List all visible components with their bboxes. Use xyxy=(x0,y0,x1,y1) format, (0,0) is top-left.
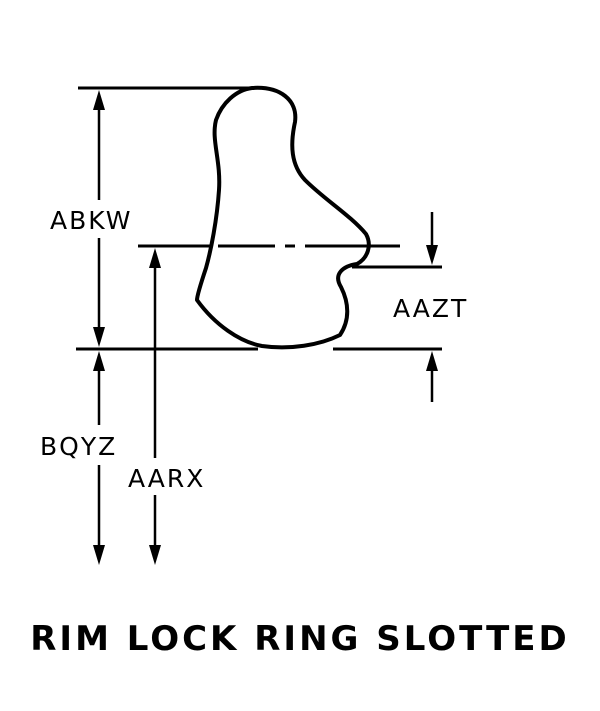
abkw-arrow-up xyxy=(93,90,105,110)
aazt-label: AAZT xyxy=(393,294,468,323)
bqyz-arrow-down xyxy=(93,545,105,565)
bqyz-label: BQYZ xyxy=(40,432,117,461)
aazt-arrow-up xyxy=(426,351,438,371)
bqyz-arrow-up xyxy=(93,351,105,371)
aarx-arrow-down xyxy=(149,545,161,565)
aazt-arrow-down xyxy=(426,245,438,265)
diagram-title: RIM LOCK RING SLOTTED xyxy=(30,619,569,659)
aarx-arrow-up xyxy=(149,248,161,268)
abkw-label: ABKW xyxy=(50,206,132,235)
abkw-arrow-down xyxy=(93,327,105,347)
ring-profile xyxy=(195,85,371,350)
aarx-label: AARX xyxy=(128,464,205,493)
